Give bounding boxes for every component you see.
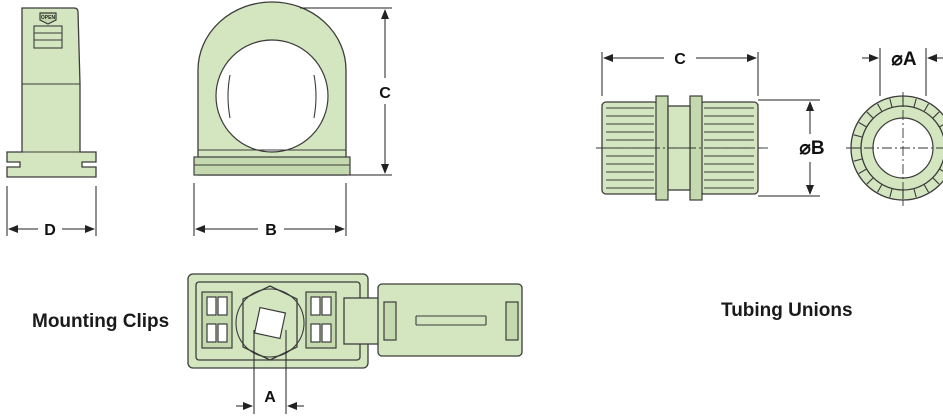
clip-top-view: A	[187, 273, 523, 414]
clip-front-view: C B	[193, 1, 392, 239]
union-dimension-b-label: ⌀B	[799, 138, 824, 159]
union-side-view: C ⌀B	[596, 51, 825, 201]
caption-tubing-unions: Tubing Unions	[721, 300, 853, 321]
dimension-a-label: A	[264, 389, 276, 406]
open-stamp-icon	[39, 12, 57, 25]
caption-mounting-clips: Mounting Clips	[32, 311, 170, 332]
dimension-c-label: C	[379, 85, 391, 102]
dimension-d-label: D	[44, 222, 56, 239]
open-stamp-text: OPEN	[41, 15, 56, 21]
union-end-teeth	[852, 97, 943, 199]
union-dimension-a-label: ⌀A	[891, 49, 916, 70]
union-end-view: ⌀A	[846, 48, 943, 206]
dimension-b-label: B	[265, 222, 277, 239]
clip-side-view: OPEN D	[6, 7, 97, 239]
union-dimension-c-label: C	[674, 51, 686, 68]
